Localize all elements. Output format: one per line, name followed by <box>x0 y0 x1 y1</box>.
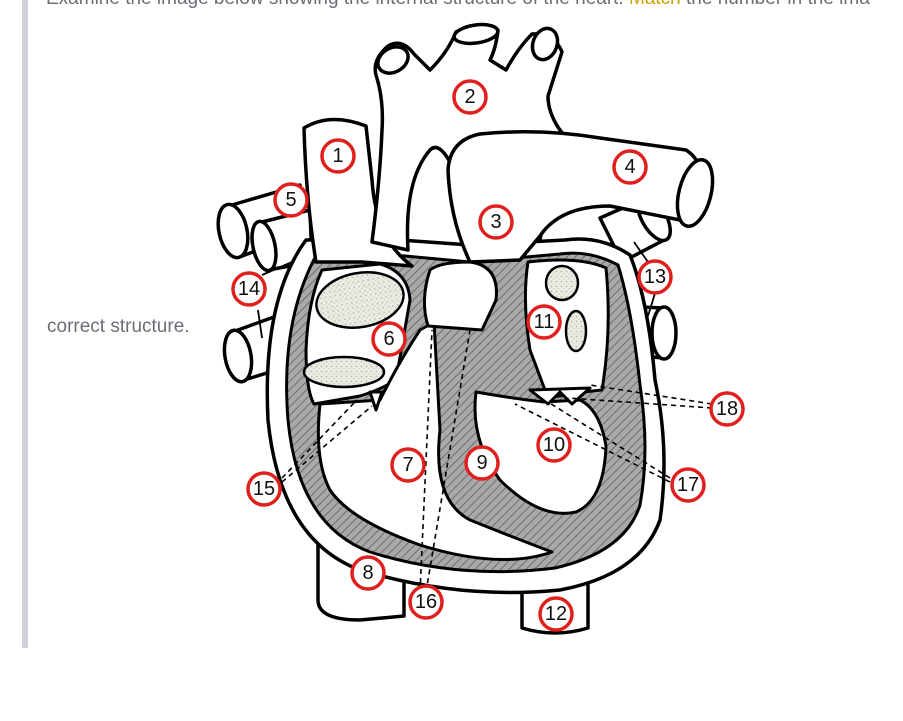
label-6[interactable]: 6 <box>371 321 407 357</box>
question-text: Examine the image below showing the inte… <box>46 0 870 10</box>
label-17-text: 17 <box>677 474 699 496</box>
label-9[interactable]: 9 <box>464 445 500 481</box>
label-5[interactable]: 5 <box>273 182 309 218</box>
label-15[interactable]: 15 <box>246 471 282 507</box>
label-13[interactable]: 13 <box>637 259 673 295</box>
blockquote-bar <box>22 0 28 648</box>
label-18[interactable]: 18 <box>709 391 745 427</box>
label-8-text: 8 <box>362 562 373 584</box>
question-text-start: Examine the image below showing the inte… <box>46 0 629 9</box>
label-2-text: 2 <box>464 86 475 108</box>
label-12[interactable]: 12 <box>538 596 574 632</box>
label-9-text: 9 <box>476 452 487 474</box>
label-10-text: 10 <box>543 434 565 456</box>
label-3[interactable]: 3 <box>478 204 514 240</box>
label-1-text: 1 <box>332 145 343 167</box>
label-13-text: 13 <box>644 266 666 288</box>
label-7-text: 7 <box>402 454 413 476</box>
label-18-text: 18 <box>716 398 738 420</box>
valve-cusps <box>368 386 592 412</box>
question-text-highlight: Match <box>629 0 681 9</box>
label-11-text: 11 <box>534 311 555 333</box>
label-17[interactable]: 17 <box>670 467 706 503</box>
label-2[interactable]: 2 <box>452 79 488 115</box>
label-10[interactable]: 10 <box>536 427 572 463</box>
label-7[interactable]: 7 <box>390 447 426 483</box>
label-16[interactable]: 16 <box>408 584 444 620</box>
label-11[interactable]: 11 <box>526 304 562 340</box>
label-6-text: 6 <box>383 328 394 350</box>
label-16-text: 16 <box>415 591 437 613</box>
label-4[interactable]: 4 <box>612 149 648 185</box>
question-text-end: the number in the ima <box>681 0 870 9</box>
label-14-text: 14 <box>238 278 260 300</box>
label-8[interactable]: 8 <box>350 555 386 591</box>
label-15-text: 15 <box>253 478 275 500</box>
number-labels: 1 2 3 4 5 6 7 8 9 10 11 12 13 14 15 16 1… <box>231 79 745 632</box>
right-atrium <box>302 262 412 406</box>
question-caption: correct structure. <box>47 316 190 337</box>
label-14[interactable]: 14 <box>231 271 267 307</box>
label-5-text: 5 <box>285 189 296 211</box>
label-3-text: 3 <box>490 211 501 233</box>
label-12-text: 12 <box>545 603 567 625</box>
leader-lines <box>281 329 713 593</box>
label-4-text: 4 <box>624 156 635 178</box>
pulmonary-semilunar-region <box>423 260 498 332</box>
label-1[interactable]: 1 <box>320 138 356 174</box>
